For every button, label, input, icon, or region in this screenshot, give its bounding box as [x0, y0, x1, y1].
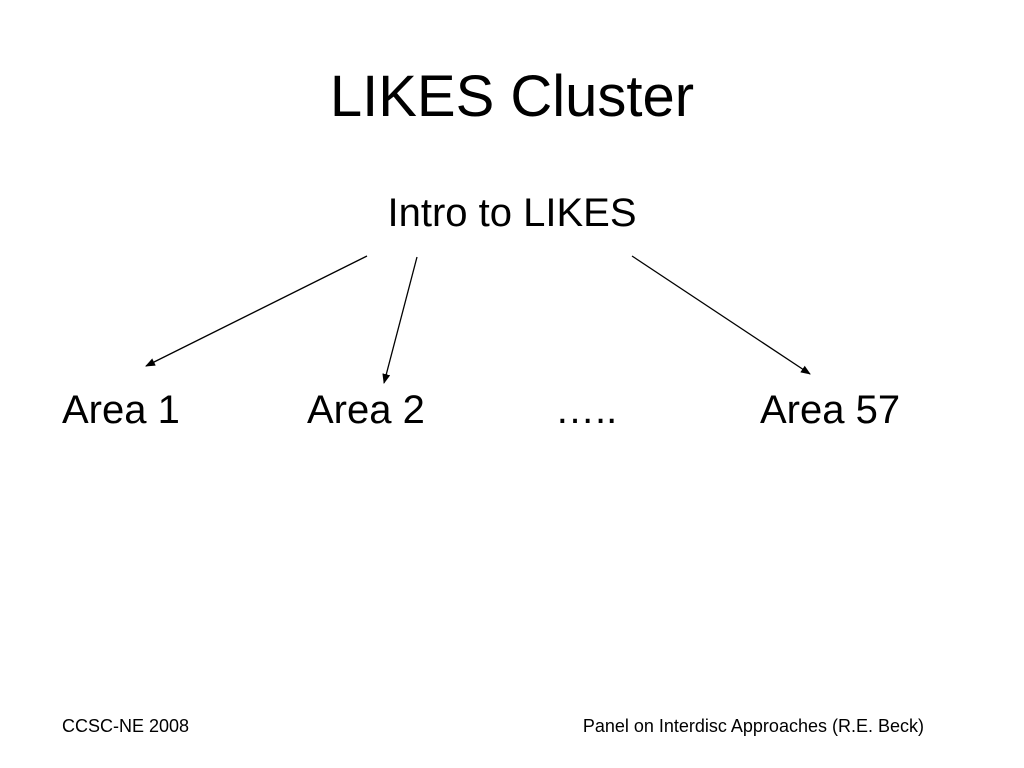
arrow-to-area-57 [631, 255, 811, 375]
diagram-node-area-57: Area 57 [760, 388, 901, 432]
diagram-node-ellipsis: ….. [555, 388, 618, 432]
arrow-to-area-2 [382, 256, 418, 384]
diagram-root-node: Intro to LIKES [387, 191, 637, 235]
arrow-to-area-1 [145, 255, 368, 367]
footer-panel-info: Panel on Interdisc Approaches (R.E. Beck… [582, 716, 924, 736]
diagram-node-area-2: Area 2 [307, 388, 425, 432]
diagram-node-area-1: Area 1 [62, 388, 180, 432]
footer-conference: CCSC-NE 2008 [62, 716, 190, 736]
slide-title: LIKES Cluster [329, 64, 695, 129]
